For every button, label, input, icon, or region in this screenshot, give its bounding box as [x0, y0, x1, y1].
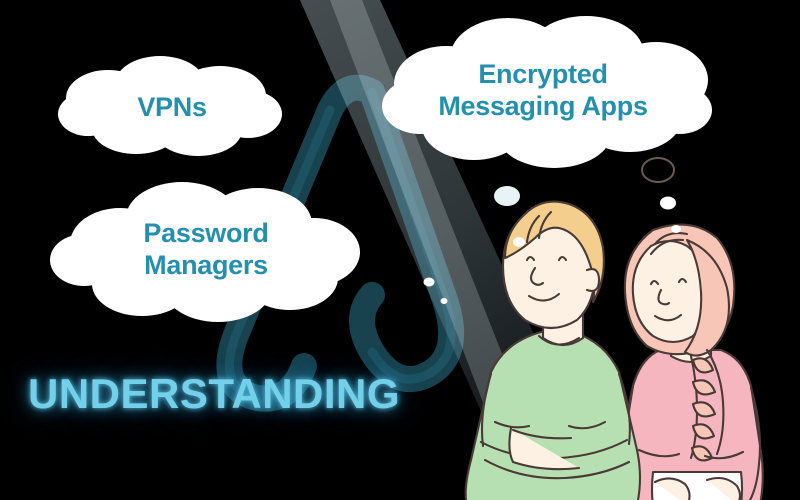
cloud-shape-icon: [50, 182, 360, 322]
thought-dot-outline-icon: [641, 157, 675, 183]
cloud-shape-icon: [58, 56, 282, 156]
illustration-two-people: [455, 160, 800, 500]
thought-dot-icon: [494, 186, 520, 206]
thought-cloud-vpns[interactable]: VPNs: [52, 52, 292, 164]
thought-dot-icon: [440, 298, 448, 304]
cloud-shape-icon: [382, 16, 712, 168]
thought-cloud-encrypted-messaging-apps[interactable]: Encrypted Messaging Apps: [368, 14, 718, 174]
thought-dot-icon: [513, 237, 525, 247]
man-figure: [464, 200, 642, 500]
thought-dot-icon: [660, 196, 676, 210]
woman-figure: [618, 223, 764, 500]
thought-dot-icon: [423, 277, 435, 287]
thought-cloud-password-managers[interactable]: Password Managers: [46, 178, 366, 326]
thought-dot-icon: [671, 225, 681, 233]
page-title: UNDERSTANDING: [28, 370, 401, 417]
